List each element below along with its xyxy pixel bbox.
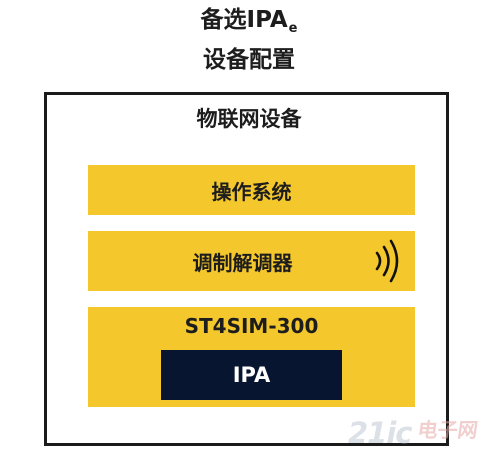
ipa-box: IPA	[161, 350, 342, 400]
title-line1: 备选IPA	[200, 7, 288, 33]
watermark-text: 21ic	[348, 416, 412, 450]
wireless-signal-icon	[375, 239, 399, 283]
os-layer: 操作系统	[88, 165, 415, 215]
watermark-cn: 电子网	[416, 418, 480, 442]
modem-layer: 调制解调器	[88, 231, 415, 291]
title-subscript: e	[288, 21, 298, 36]
watermark-logo: 21ic 电子网	[348, 412, 496, 458]
diagram-subtitle: 设备配置	[203, 47, 295, 73]
iot-device-label: 物联网设备	[196, 107, 302, 131]
modem-layer-label: 调制解调器	[192, 250, 293, 275]
sim-layer: ST4SIM-300 IPA	[88, 307, 415, 407]
os-layer-label: 操作系统	[211, 179, 292, 204]
sim-layer-label: ST4SIM-300	[184, 314, 319, 338]
diagram-title: 备选IPAe	[0, 6, 498, 43]
ipa-label: IPA	[232, 363, 271, 387]
